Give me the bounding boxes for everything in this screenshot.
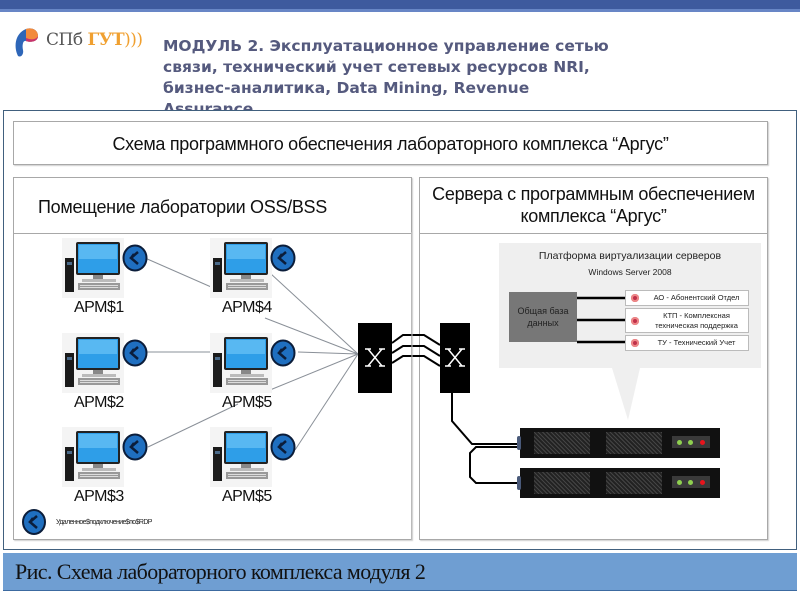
link-apm4rdp-switch xyxy=(257,261,359,355)
workstation-label: АРМ$2 xyxy=(74,394,124,411)
service-label: АО - Абонентский Отдел xyxy=(653,293,740,302)
link-apm6rdp-switch xyxy=(294,353,359,451)
logo-accent: ГУТ xyxy=(87,30,125,50)
service-label: КТП - Комплексная техническая поддержка xyxy=(645,311,748,331)
link-apm3-apm5 xyxy=(147,403,239,448)
app-icon xyxy=(631,316,639,325)
network-port xyxy=(517,476,521,490)
server-vent xyxy=(534,472,590,494)
computer-icon xyxy=(62,427,124,487)
app-icon xyxy=(631,339,639,347)
logo-text: СПб ГУТ))) xyxy=(46,30,143,50)
link-apm1-apm4 xyxy=(144,257,219,291)
workstation-label: АРМ$4 xyxy=(222,299,272,316)
server-status-leds xyxy=(672,476,710,488)
server-vent xyxy=(606,432,662,454)
rdp-icon[interactable] xyxy=(122,433,148,461)
workstation: АРМ$5 xyxy=(210,427,300,507)
shared-database: Общая база данных xyxy=(509,292,577,342)
status-led xyxy=(688,479,694,485)
service-ao: АО - Абонентский Отдел xyxy=(625,290,749,306)
status-led xyxy=(688,439,694,445)
trunk-links xyxy=(391,334,522,484)
logo: СПб ГУТ))) xyxy=(12,26,152,60)
computer-icon xyxy=(210,238,272,298)
workstation: АРМ$2 xyxy=(62,333,152,413)
workstation: АРМ$4 xyxy=(210,238,300,318)
link-apm5rdp-switch xyxy=(297,351,359,355)
logo-prefix: СПб xyxy=(46,30,83,50)
database-label-line2: данных xyxy=(527,318,559,328)
top-bar-accent xyxy=(0,9,800,12)
logo-icon xyxy=(15,28,38,57)
right-panel-title-line1: Сервера с программным обеспечением xyxy=(432,184,755,204)
left-panel-title: Помещение лаборатории OSS/BSS xyxy=(38,197,327,217)
link-apm5-switch xyxy=(269,353,359,391)
workstation-label: АРМ$5 xyxy=(222,394,272,411)
right-panel-title-line2: комплекса “Аргус” xyxy=(520,206,667,226)
platform-title: Платформа виртуализации серверов xyxy=(538,250,722,262)
figure-caption-bar: Рис. Схема лабораторного комплекса модул… xyxy=(3,553,797,591)
workstation-label: АРМ$3 xyxy=(74,488,124,505)
rdp-icon xyxy=(22,509,46,535)
database-label-line1: Общая база xyxy=(517,306,569,316)
server-status-leds xyxy=(672,436,710,448)
server-vent xyxy=(606,472,662,494)
service-label-line2: техническая поддержка xyxy=(655,320,738,330)
workstation: АРМ$3 xyxy=(62,427,152,507)
switch-left xyxy=(358,323,392,393)
status-led xyxy=(699,439,705,445)
workstation-label: АРМ$5 xyxy=(222,488,272,505)
switch-right xyxy=(440,323,470,393)
computer-icon xyxy=(210,427,272,487)
workstation-label: АРМ$1 xyxy=(74,299,124,316)
rdp-links xyxy=(144,257,359,451)
module-title: МОДУЛЬ 2. Эксплуатационное управление се… xyxy=(163,37,609,112)
left-panel-header: Помещение лаборатории OSS/BSS xyxy=(14,178,411,234)
computer-icon xyxy=(62,333,124,393)
service-ktp: КТП - Комплексная техническая поддержка xyxy=(625,308,749,333)
callout-pointer xyxy=(612,368,640,420)
workstation: АРМ$5 xyxy=(210,333,300,413)
diagram-title: Схема программного обеспечения лаборатор… xyxy=(112,134,669,154)
app-icon xyxy=(631,294,639,302)
logo-suffix: ))) xyxy=(124,30,143,50)
service-label-line1: КТП - Комплексная xyxy=(663,310,730,320)
network-port xyxy=(517,436,521,450)
top-bar xyxy=(0,0,800,9)
service-tu: ТУ - Технический Учет xyxy=(625,335,749,351)
right-panel-header: Сервера с программным обеспечением компл… xyxy=(420,178,767,234)
workstation: АРМ$1 xyxy=(62,238,152,318)
server-unit xyxy=(517,428,720,458)
rdp-icon[interactable] xyxy=(122,339,148,367)
link-apm4-switch xyxy=(264,317,359,355)
figure-caption: Рис. Схема лабораторного комплекса модул… xyxy=(15,559,426,584)
server-vent xyxy=(534,432,590,454)
service-label: ТУ - Технический Учет xyxy=(657,338,736,347)
rdp-icon[interactable] xyxy=(270,433,296,461)
status-led xyxy=(677,479,683,485)
computer-icon xyxy=(210,333,272,393)
status-led xyxy=(699,479,705,485)
rdp-icon[interactable] xyxy=(270,244,296,272)
computer-icon xyxy=(62,238,124,298)
status-led xyxy=(677,439,683,445)
rdp-icon[interactable] xyxy=(122,244,148,272)
diagram-title-box: Схема программного обеспечения лаборатор… xyxy=(13,121,768,165)
server-unit xyxy=(517,468,720,498)
platform-subtitle: Windows Server 2008 xyxy=(588,267,672,277)
rdp-icon[interactable] xyxy=(270,339,296,367)
rdp-legend-label: Удаленное$подключение$по$RDP xyxy=(56,519,152,526)
